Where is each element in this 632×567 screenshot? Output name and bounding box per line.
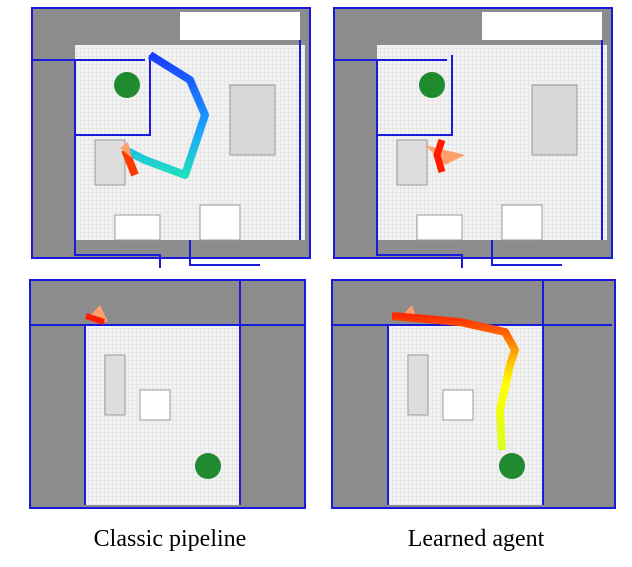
- trajectory-path: [433, 138, 446, 173]
- start-marker: [120, 142, 132, 158]
- goal-marker: [499, 453, 525, 479]
- map-top-classic: [31, 7, 311, 268]
- trajectory-path: [391, 312, 519, 451]
- map-bottom-learned: [331, 279, 616, 509]
- map-bottom-classic: [29, 279, 306, 509]
- map-top-learned: [333, 7, 613, 268]
- goal-marker: [114, 72, 140, 98]
- caption-classic-pipeline: Classic pipeline: [93, 526, 247, 552]
- trajectory-end: [121, 148, 139, 177]
- trajectory-path: [123, 51, 209, 179]
- trajectory-path: [85, 313, 105, 325]
- goal-marker: [195, 453, 221, 479]
- goal-marker: [419, 72, 445, 98]
- caption-learned-agent: Learned agent: [407, 526, 545, 552]
